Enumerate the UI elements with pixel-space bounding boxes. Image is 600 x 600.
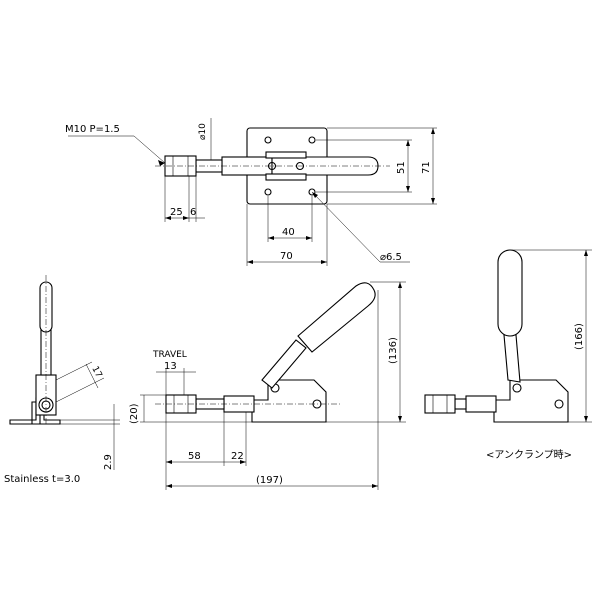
mount-hole-bl bbox=[264, 188, 272, 196]
material-label: Stainless t=3.0 bbox=[4, 474, 80, 485]
arrow-70-right bbox=[321, 260, 327, 264]
thread-label: M10 P=1.5 bbox=[65, 124, 120, 135]
arrow-51-bottom bbox=[406, 186, 410, 192]
top-view: M10 P=1.5 ⌀10 25 6 51 71 40 70 ⌀6.5 bbox=[65, 118, 437, 266]
body-unclamped bbox=[465, 395, 497, 413]
dim197-label: (197) bbox=[256, 475, 283, 486]
base-front bbox=[251, 379, 327, 423]
mount-hole-br bbox=[308, 188, 316, 196]
dim17-line bbox=[85, 363, 99, 389]
arrow-71-bottom bbox=[431, 198, 435, 204]
grip-unclamped bbox=[497, 249, 523, 337]
arrow-40-right bbox=[306, 236, 312, 240]
hole-leader bbox=[311, 191, 381, 263]
arrow-25-right bbox=[183, 216, 189, 220]
dim22-label: 22 bbox=[231, 451, 244, 462]
arrow-thread bbox=[158, 160, 165, 166]
arrow-71-top bbox=[431, 128, 435, 134]
link-upper bbox=[265, 151, 307, 159]
lever-unclamped bbox=[503, 334, 521, 383]
dim6-label: 6 bbox=[190, 207, 196, 218]
mount-hole-tl bbox=[264, 136, 272, 144]
dim58-label: 58 bbox=[188, 451, 201, 462]
unclamped-view: (166) <アンクランプ時> bbox=[424, 249, 592, 461]
arrow-136-bottom bbox=[398, 416, 402, 422]
dim40-label: 40 bbox=[282, 227, 295, 238]
dim17-label: 17 bbox=[89, 365, 103, 380]
dim166-label: (166) bbox=[574, 323, 585, 350]
travel-label: TRAVEL bbox=[152, 350, 187, 360]
dim70-label: 70 bbox=[280, 251, 293, 262]
arrow-166-top bbox=[584, 250, 588, 256]
arrow-58-left bbox=[166, 460, 172, 464]
arrow-166-bottom bbox=[584, 416, 588, 422]
front-view: TRAVEL 13 (20) 58 22 (197) (136) bbox=[129, 281, 406, 490]
mount-hole-tr bbox=[308, 136, 316, 144]
dia10-label: ⌀10 bbox=[198, 123, 208, 140]
arrow-25-left bbox=[165, 216, 171, 220]
arrow-136-top bbox=[398, 282, 402, 288]
rod-unclamped bbox=[454, 398, 467, 410]
dim17-ext-b bbox=[55, 377, 105, 403]
arrow-22-right bbox=[240, 460, 246, 464]
link-lower bbox=[265, 173, 307, 181]
dim29-label: 2.9 bbox=[103, 454, 114, 470]
arrow-51-top bbox=[406, 140, 410, 146]
arrow-hole bbox=[312, 192, 318, 198]
pivot-unclamped-a bbox=[554, 399, 564, 409]
dim20-label: (20) bbox=[129, 403, 140, 424]
thread-leader bbox=[133, 135, 166, 164]
arrow-197-right bbox=[372, 484, 378, 488]
arrowheads bbox=[158, 128, 588, 488]
arrow-40-left bbox=[268, 236, 274, 240]
end-view: 17 2.9 Stainless t=3.0 bbox=[4, 275, 120, 485]
base-unclamped bbox=[493, 379, 569, 423]
dim13-label: 13 bbox=[164, 361, 177, 372]
dim17-ext-a bbox=[55, 361, 93, 381]
dim71-label: 71 bbox=[421, 161, 432, 174]
dim51-label: 51 bbox=[396, 161, 407, 174]
arrow-70-left bbox=[247, 260, 253, 264]
grip-front bbox=[297, 282, 376, 353]
dim136-label: (136) bbox=[388, 337, 399, 364]
nut-unclamped bbox=[424, 394, 456, 414]
arrow-197-left bbox=[166, 484, 172, 488]
hole-dia-label: ⌀6.5 bbox=[380, 252, 402, 263]
dim25-label: 25 bbox=[170, 207, 183, 218]
plunger-body-front bbox=[223, 395, 255, 413]
unclamp-caption: <アンクランプ時> bbox=[486, 449, 572, 461]
pivot-unclamped-b bbox=[512, 383, 522, 393]
lever-front bbox=[261, 339, 307, 389]
